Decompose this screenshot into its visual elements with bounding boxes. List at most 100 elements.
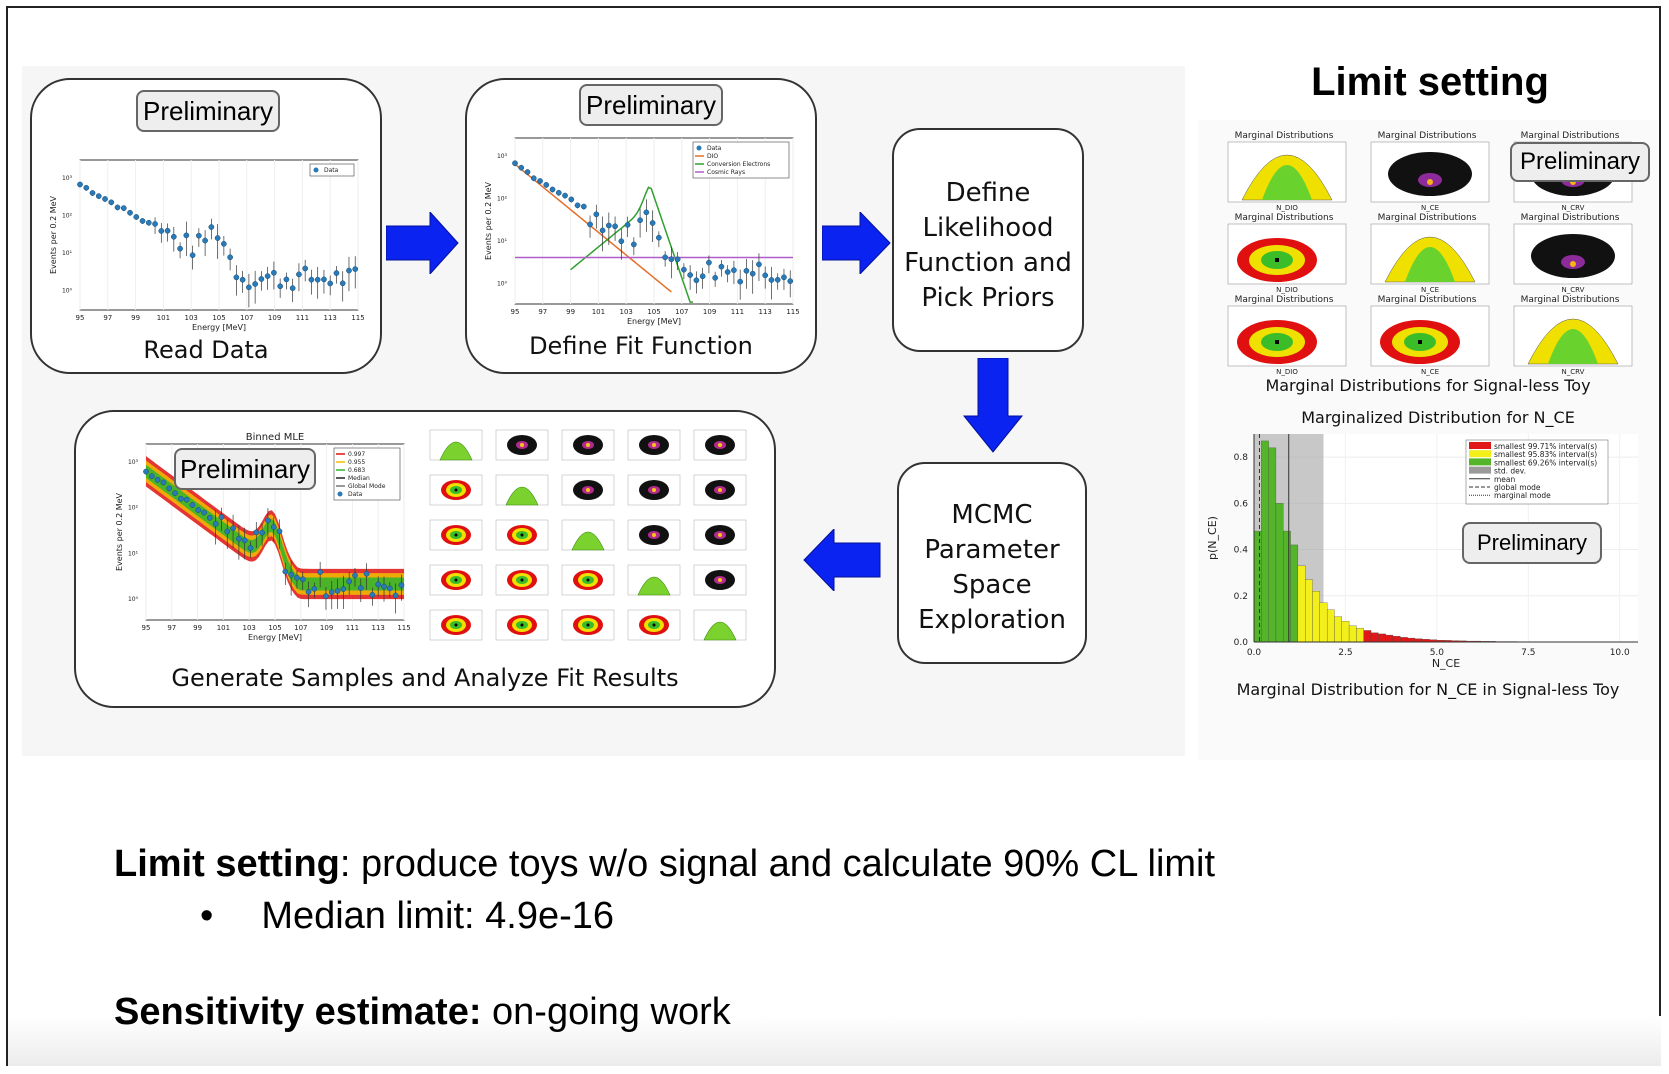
x-tick-label: 95 bbox=[142, 624, 151, 632]
plot-title: Binned MLE bbox=[246, 432, 305, 443]
mini-histogram bbox=[637, 576, 671, 596]
x-tick-label: 105 bbox=[212, 314, 225, 322]
corner-plot-grid bbox=[429, 429, 747, 641]
panel-title: Marginal Distributions bbox=[1235, 131, 1334, 141]
y-tick-label: 10³ bbox=[128, 459, 139, 466]
data-point bbox=[340, 586, 347, 592]
limit-setting-bold: Limit setting bbox=[114, 843, 340, 885]
data-point bbox=[239, 276, 246, 283]
legend-marker bbox=[1469, 466, 1491, 474]
data-point bbox=[89, 190, 96, 196]
summary-text: Limit setting: produce toys w/o signal a… bbox=[114, 838, 1215, 1038]
data-point bbox=[314, 276, 321, 283]
data-point bbox=[221, 240, 227, 247]
data-point bbox=[706, 259, 712, 266]
data-point bbox=[282, 568, 289, 575]
sensitivity-bold: Sensitivity estimate: bbox=[114, 991, 482, 1033]
limit-setting-title: Limit setting bbox=[1311, 60, 1549, 104]
likelihood-text: Define Likelihood Function and Pick Prio… bbox=[894, 176, 1082, 316]
bullet-marker: • bbox=[200, 895, 214, 937]
x-tick-label: 115 bbox=[786, 308, 799, 316]
legend-marker bbox=[1469, 458, 1491, 466]
data-point bbox=[183, 232, 190, 239]
y-tick-label: 10¹ bbox=[497, 238, 508, 245]
legend-marker bbox=[696, 145, 702, 151]
mini-scatter-peak bbox=[586, 443, 590, 447]
x-tick-label: 99 bbox=[131, 314, 140, 322]
data-point bbox=[737, 278, 744, 285]
mini-scatter-peak bbox=[652, 533, 656, 537]
data-point bbox=[283, 276, 290, 283]
data-point bbox=[524, 169, 531, 175]
data-point bbox=[333, 270, 340, 276]
ce-curve bbox=[570, 186, 693, 303]
stage-likelihood: Define Likelihood Function and Pick Prio… bbox=[892, 128, 1084, 352]
data-point bbox=[328, 589, 335, 596]
x-tick-label: 103 bbox=[243, 624, 256, 632]
data-point bbox=[699, 273, 706, 280]
hist-bar bbox=[1385, 634, 1394, 643]
mini-scatter-peak bbox=[652, 488, 656, 492]
hist-bar bbox=[1326, 609, 1335, 643]
data-point bbox=[787, 278, 794, 284]
x-tick-label: 10.0 bbox=[1610, 648, 1630, 658]
data-point bbox=[768, 277, 775, 283]
arrow-right-icon bbox=[386, 212, 459, 274]
legend-label: 0.955 bbox=[348, 459, 365, 466]
legend-label: Global Mode bbox=[348, 483, 386, 490]
data-point bbox=[668, 256, 675, 263]
preliminary-badge: Preliminary bbox=[579, 84, 723, 126]
step-line: MCMC bbox=[951, 500, 1033, 530]
legend-label: mean bbox=[1494, 475, 1516, 484]
x-tick-label: 107 bbox=[240, 314, 253, 322]
y-tick-label: 10¹ bbox=[62, 250, 73, 257]
data-point bbox=[265, 517, 271, 524]
x-tick-label: 103 bbox=[620, 308, 633, 316]
data-point bbox=[339, 280, 346, 287]
legend-label: global mode bbox=[1494, 483, 1541, 492]
data-point bbox=[127, 209, 133, 216]
grid-caption: Marginal Distributions for Signal-less T… bbox=[1265, 376, 1591, 395]
preliminary-badge: Preliminary bbox=[1462, 522, 1602, 564]
data-point bbox=[756, 261, 762, 268]
data-point bbox=[108, 199, 115, 206]
hist-bar bbox=[1356, 627, 1364, 643]
data-point bbox=[587, 221, 593, 228]
arrow-left-icon bbox=[803, 529, 881, 591]
x-tick-label: 97 bbox=[538, 308, 547, 316]
legend-label: std. dev. bbox=[1494, 467, 1526, 476]
hist-bar bbox=[1378, 633, 1386, 643]
data-point bbox=[346, 578, 353, 585]
data-point bbox=[201, 509, 207, 516]
mini-contour-center bbox=[454, 578, 458, 582]
hist-bar bbox=[1268, 447, 1277, 643]
data-point bbox=[311, 585, 318, 592]
panel-title: Marginal Distributions bbox=[1521, 131, 1620, 141]
preliminary-badge: Preliminary bbox=[136, 90, 280, 132]
data-point bbox=[277, 283, 284, 290]
legend-label: 0.997 bbox=[348, 451, 365, 458]
mini-scatter-peak bbox=[520, 443, 524, 447]
x-tick-label: 101 bbox=[217, 624, 230, 632]
data-point bbox=[195, 507, 202, 513]
data-point bbox=[512, 160, 518, 167]
x-axis-label: Energy [MeV] bbox=[192, 323, 246, 332]
mini-scatter-peak bbox=[718, 488, 722, 492]
hist-bar bbox=[1290, 544, 1299, 643]
x-tick-label: 115 bbox=[351, 314, 364, 322]
data-point bbox=[693, 277, 700, 284]
preliminary-badge: Preliminary bbox=[174, 448, 316, 490]
x-tick-label: 111 bbox=[731, 308, 744, 316]
data-point bbox=[537, 178, 543, 184]
data-point bbox=[574, 202, 581, 209]
legend-box bbox=[333, 447, 401, 501]
y-tick-label: 0.6 bbox=[1234, 499, 1249, 509]
x-tick-label: 7.5 bbox=[1521, 648, 1535, 658]
hist-bar bbox=[1275, 503, 1284, 643]
data-point bbox=[77, 181, 83, 188]
data-point bbox=[674, 256, 681, 263]
marginal-histogram-core bbox=[1548, 329, 1598, 364]
x-axis-label: Energy [MeV] bbox=[627, 317, 681, 326]
